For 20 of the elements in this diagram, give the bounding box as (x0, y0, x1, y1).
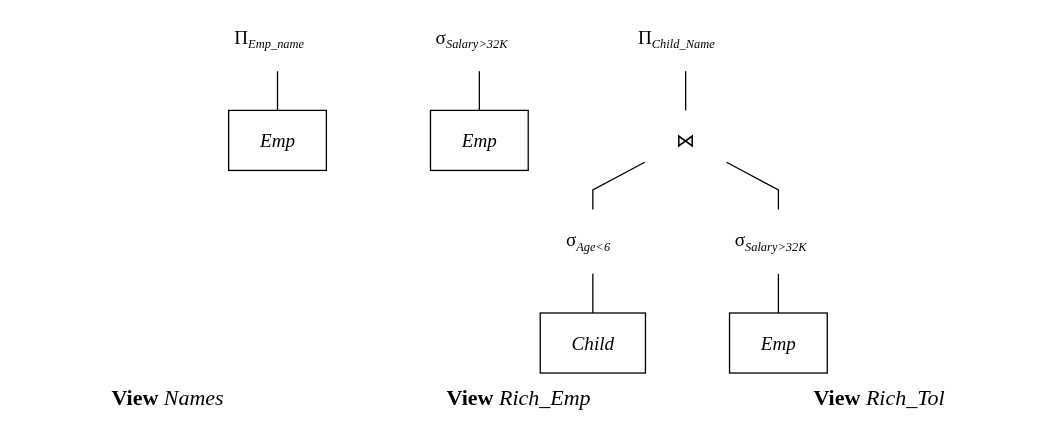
connector (276, 70, 278, 112)
connector (592, 161, 646, 211)
node-text: σ$_{Salary>32K}$ (435, 26, 508, 51)
node-text: σ$_{Salary>32K}$ (734, 228, 807, 254)
node-text: ⋈ (675, 129, 695, 152)
connector (725, 161, 779, 211)
connector (478, 70, 480, 112)
node-box: Emp (728, 312, 828, 374)
node-text: Π$_{Emp_name}$ (234, 26, 304, 51)
node-text: σ$_{Age<6}$ (565, 228, 610, 254)
node-box: Emp (227, 109, 327, 172)
connector (684, 70, 687, 112)
connector (777, 273, 779, 314)
node-box: Emp (429, 109, 529, 172)
view-caption: View Names (111, 385, 224, 411)
view-caption: View Rich_Emp (446, 385, 591, 411)
node-box: Child (539, 312, 646, 374)
connector (592, 273, 594, 314)
node-text: Π$_{Child_Name}$ (637, 26, 715, 51)
view-caption: View Rich_Tol (813, 385, 945, 411)
